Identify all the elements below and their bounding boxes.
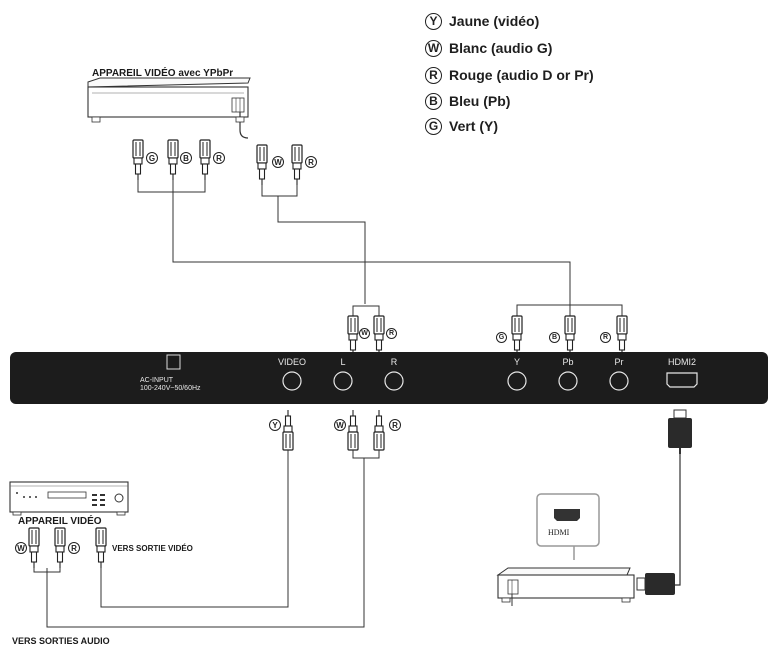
legend-item-red: R Rouge (audio D or Pr) — [425, 65, 594, 85]
ypbpr-cables — [172, 192, 571, 316]
legend-item-white: W Blanc (audio G) — [425, 38, 552, 58]
video-device-plugs — [28, 527, 107, 573]
hdmi-device-label: HDMI — [548, 528, 570, 537]
badge-r-icon: R — [68, 542, 80, 554]
legend-badge: B — [425, 92, 442, 110]
panel-component-plugs-top — [511, 304, 628, 357]
badge-r-icon: R — [389, 419, 401, 431]
legend-label: Rouge (audio D or Pr) — [449, 67, 594, 83]
port-label-y: Y — [513, 357, 520, 367]
badge-r-icon: R — [213, 152, 225, 164]
badge-b-icon: B — [180, 152, 192, 164]
port-label-video: VIDEO — [277, 357, 306, 367]
ypbpr-device — [87, 77, 251, 139]
legend-label: Jaune (vidéo) — [449, 13, 540, 29]
badge-r-icon: R — [386, 328, 397, 339]
ypbpr-device-label: APPAREIL VIDÉO avec YPbPr — [92, 68, 234, 79]
legend-item-green: G Vert (Y) — [425, 116, 498, 136]
badge-g-icon: G — [496, 332, 507, 343]
badge-g-icon: G — [146, 152, 158, 164]
lower-cables — [46, 450, 365, 628]
badge-w-icon: W — [272, 156, 284, 168]
port-label-hdmi2: HDMI2 — [667, 357, 696, 367]
badge-y-icon: Y — [269, 419, 281, 431]
ac-spec-label: 100-240V~50/60Hz — [140, 385, 201, 392]
legend-badge: W — [425, 39, 442, 57]
badge-w-icon: W — [15, 542, 27, 554]
badge-b-icon: B — [549, 332, 560, 343]
legend-label: Blanc (audio G) — [449, 40, 553, 56]
legend-badge: G — [425, 117, 442, 135]
ac-input-label: AC-INPUT — [140, 377, 174, 384]
to-audio-out-label: VERS SORTIES AUDIO — [12, 636, 110, 646]
legend-badge: R — [425, 66, 442, 84]
ypbpr-audio-plugs — [256, 144, 303, 197]
panel-audio-plugs-top — [347, 305, 385, 357]
port-label-l: L — [340, 357, 346, 367]
to-video-out-label: VERS SORTIE VIDÉO — [112, 544, 193, 553]
tv-back-panel — [10, 352, 768, 404]
ypbpr-plugs — [132, 139, 211, 193]
video-device — [9, 481, 129, 516]
legend-item-blue: B Bleu (Pb) — [425, 91, 510, 111]
badge-w-icon: W — [359, 328, 370, 339]
badge-w-icon: W — [334, 419, 346, 431]
hdmi-cable — [636, 409, 692, 595]
hdmi-device — [496, 493, 635, 606]
port-label-pb: Pb — [562, 357, 574, 367]
legend-label: Bleu (Pb) — [449, 93, 511, 109]
legend-item-yellow: Y Jaune (vidéo) — [425, 11, 539, 31]
badge-r-icon: R — [600, 332, 611, 343]
legend-label: Vert (Y) — [449, 118, 499, 134]
port-label-pr: Pr — [614, 357, 624, 367]
legend-badge: Y — [425, 12, 442, 30]
panel-plugs-bottom — [282, 409, 385, 459]
video-device-label: APPAREIL VIDÉO — [18, 516, 102, 527]
port-label-r: R — [390, 357, 398, 367]
badge-r-icon: R — [305, 156, 317, 168]
